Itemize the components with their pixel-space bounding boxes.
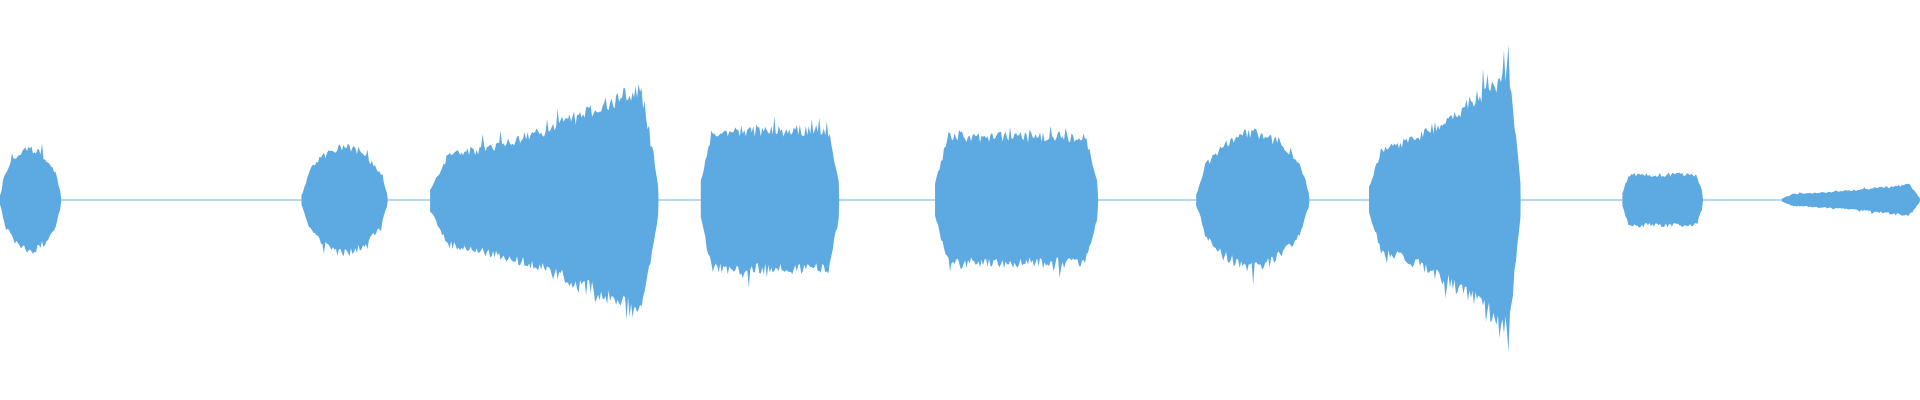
waveform-silence-line bbox=[1098, 199, 1197, 201]
waveform-segment[interactable] bbox=[935, 125, 1099, 278]
waveform-segments-group bbox=[0, 45, 1920, 353]
waveform-silence-line bbox=[61, 199, 302, 201]
waveform-segment[interactable] bbox=[1196, 128, 1310, 286]
waveform-silence-line bbox=[1309, 199, 1369, 201]
waveform-segment[interactable] bbox=[700, 115, 840, 288]
waveform-silence-line bbox=[1703, 199, 1782, 201]
waveform-segment[interactable] bbox=[1781, 183, 1920, 217]
waveform-segment[interactable] bbox=[0, 143, 62, 254]
waveform-silence-group bbox=[61, 199, 1782, 201]
waveform-segment[interactable] bbox=[1622, 172, 1704, 228]
waveform-segment[interactable] bbox=[301, 143, 388, 257]
waveform-segment[interactable] bbox=[430, 84, 659, 320]
waveform-silence-line bbox=[658, 199, 701, 201]
waveform-silence-line bbox=[387, 199, 431, 201]
waveform-silence-line bbox=[839, 199, 936, 201]
waveform-segment[interactable] bbox=[1368, 45, 1521, 353]
waveform-silence-line bbox=[1520, 199, 1623, 201]
